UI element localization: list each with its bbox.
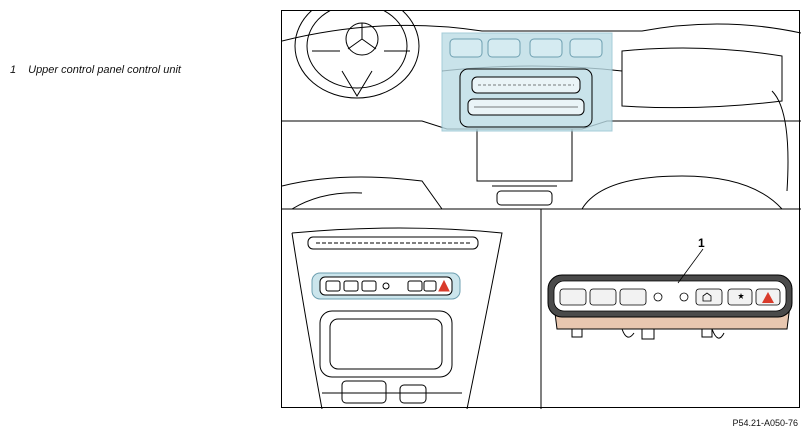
star-icon (738, 293, 744, 299)
air-vent (569, 38, 603, 58)
steering-wheel (294, 0, 420, 99)
control-unit-detail: 1 (547, 236, 793, 340)
button (679, 292, 689, 302)
car-icon (702, 292, 712, 302)
button (619, 288, 647, 306)
air-vent (449, 38, 483, 58)
diagram-svg: 1 (281, 0, 802, 410)
diagram-figure: 1 (281, 0, 802, 410)
callout-number: 1 (698, 236, 705, 250)
legend-number: 1 (10, 64, 17, 76)
button (695, 288, 723, 306)
button (589, 288, 617, 306)
figure-code: P54.21-A050-76 (732, 418, 798, 428)
air-vent (487, 38, 521, 58)
legend-text: Upper control panel control unit (28, 64, 181, 76)
air-vent (529, 38, 563, 58)
callout-leader-line (677, 248, 704, 284)
hazard-icon (762, 292, 774, 303)
legend-item: 1 Upper control panel control unit (10, 64, 181, 76)
center-stack-highlight (441, 32, 613, 132)
button (653, 292, 663, 302)
dashboard-overview (281, 0, 802, 210)
button (559, 288, 587, 306)
center-console-closeup (291, 227, 503, 410)
